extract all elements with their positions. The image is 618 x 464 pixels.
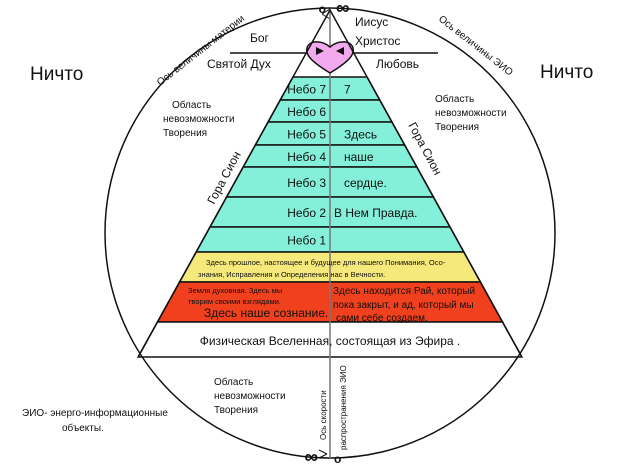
text-line: Область [435, 93, 474, 105]
heaven-right-text: Здесь [344, 128, 377, 142]
red-right-line: пока закрыт, и ад, который мы [333, 300, 474, 311]
text-line: Творения [435, 122, 479, 133]
heaven-label: Небо 5 [287, 128, 326, 142]
infinity-top: ∞ [336, 0, 350, 19]
heaven-label: Небо 1 [287, 234, 326, 248]
eio-definition-2: объекты. [62, 422, 104, 434]
red-left-line: Здесь наше сознание. [204, 306, 328, 320]
infinity-bottom: ∞ [304, 447, 318, 464]
text-line: Область [172, 99, 211, 111]
heaven-right-text: наше [344, 150, 374, 164]
impossible-left: Область невозможности Творения [163, 99, 235, 139]
impossible-bottom: Область невозможности Творения [214, 376, 286, 416]
text-line: Творения [163, 128, 207, 139]
bottom-arrow-icon [318, 449, 328, 459]
red-right-line: сами себе создаем. [336, 312, 428, 324]
text-line: Область [214, 376, 253, 388]
physical-universe-label: Физическая Вселенная, состоящая из Эфира… [200, 334, 461, 348]
heaven-right-text: В Нем Правда. [334, 206, 417, 220]
heaven-label: Небо 7 [287, 83, 326, 97]
red-left-line: творим своими взглядами. [188, 297, 281, 306]
zero-top: o [319, 2, 326, 16]
jesus-label-1: Иисус [355, 15, 388, 29]
axis-matter-label: Ось величины материи [155, 13, 247, 88]
nothing-left: Ничто [30, 64, 83, 85]
speed-axis-label-2: распространения ЭИО [339, 365, 348, 450]
heart-icon [305, 41, 355, 74]
jesus-label-2: Христос [355, 34, 400, 48]
nothing-right: Ничто [540, 62, 593, 83]
heaven-label: Небо 4 [287, 150, 326, 164]
text-line: невозможности [214, 391, 286, 402]
heaven-right-text: 7 [344, 83, 351, 97]
god-label: Бог [250, 31, 270, 45]
yellow-text-line: Здесь прошлое, настоящее и будущее для н… [206, 258, 446, 267]
yellow-text-line: знания, Исправления и Определения нас в … [198, 270, 385, 279]
red-left-line: Земля духовная. Здесь мы [188, 286, 282, 295]
holy-spirit-label: Святой Дух [207, 57, 271, 71]
heaven-right-text: сердце. [344, 176, 387, 190]
eio-definition-1: ЭИО- энерго-информационные [22, 407, 168, 419]
red-right-line: Здесь находится Рай, который [333, 286, 475, 297]
pyramid-outline [137, 8, 523, 358]
speed-axis-label: Ось скорости [319, 390, 328, 440]
heart-arrows-icon [316, 47, 344, 55]
axis-eio-label: Ось величины ЭИО [436, 14, 515, 79]
heaven-label: Небо 6 [287, 105, 326, 119]
love-label: Любовь [376, 57, 419, 71]
text-line: невозможности [435, 108, 507, 119]
impossible-right: Область невозможности Творения [435, 93, 507, 133]
zero-bottom: o [334, 452, 341, 464]
text-line: Творения [214, 405, 258, 416]
text-line: невозможности [163, 114, 235, 125]
heaven-label: Небо 3 [287, 176, 326, 190]
heaven-label: Небо 2 [287, 206, 326, 220]
